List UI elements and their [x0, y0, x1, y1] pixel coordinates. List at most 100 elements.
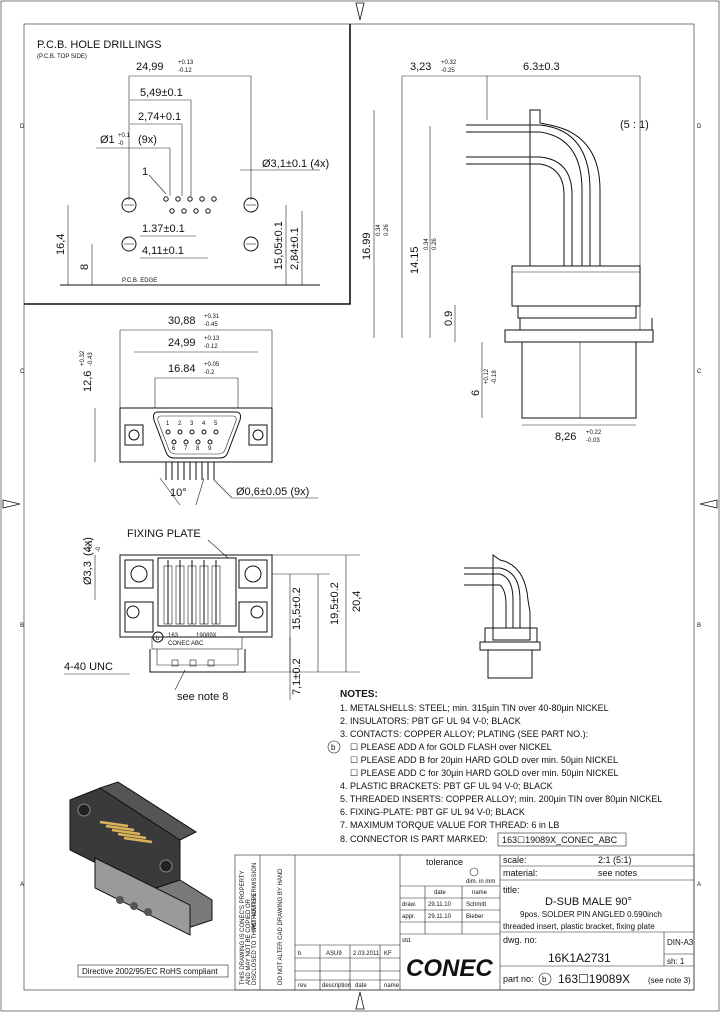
copyright-line: WITHOUT PERMISSION — [252, 863, 258, 930]
bottom-view: FIXING PLATE b 163 19089X CONEC ABC — [64, 528, 363, 703]
dim-label: Ø1 — [100, 134, 115, 146]
dim-tol: +0.1 — [88, 539, 94, 552]
dim-label: 1.37±0.1 — [142, 223, 185, 235]
dim-label: 15,5±0.2 — [291, 587, 303, 630]
dim-label: 30,88 — [168, 315, 196, 327]
note-item: 8. CONNECTOR IS PART MARKED: — [340, 834, 488, 844]
border-letter: A — [20, 882, 24, 888]
drawn-name: Schmitt — [466, 902, 486, 908]
part-label: part no: — [503, 974, 534, 984]
scale-label: (5 : 1) — [620, 119, 649, 131]
dim-label: 16,4 — [55, 234, 67, 255]
see-note-label: see note 8 — [177, 691, 228, 703]
dim-tol: -0.45 — [204, 322, 218, 328]
sheet-size: DIN-A3 — [667, 938, 694, 947]
dim-label: Ø3,1±0.1 (4x) — [262, 158, 329, 170]
border-letter: B — [697, 623, 701, 629]
note-item: ☐ PLEASE ADD B for 20µin HARD GOLD over … — [350, 755, 618, 765]
note-marker-b: b — [331, 743, 336, 752]
dim-tol: -0.2 — [204, 370, 215, 376]
note-item: 6. FIXING-PLATE: PBT GF UL 94 V-0; BLACK — [340, 807, 525, 817]
pcb-pin-holes — [163, 196, 217, 214]
border-letter: C — [20, 369, 25, 375]
dim-tol: -0 — [96, 546, 102, 552]
dim-label: 19,5±0.2 — [329, 582, 341, 625]
dim-label: 15,05±0.1 — [273, 221, 285, 270]
cad-warning: DO NOT ALTER CAD DRAWING BY HAND — [278, 868, 284, 985]
rev-head: name — [384, 983, 400, 989]
contact-numbers: 1 2 3 4 5 6 7 8 9 — [166, 421, 218, 452]
pin-number: 9 — [208, 446, 212, 452]
dim-tol: -0.43 — [88, 352, 94, 366]
tolerance-label: tolerance — [426, 857, 463, 867]
note-item: ☐ PLEASE ADD A for GOLD FLASH over NICKE… — [350, 742, 552, 752]
appr-name: Bieber — [466, 914, 483, 920]
part-b: b — [542, 975, 547, 984]
front-view: 30,88 +0.31 -0.45 24,99 +0.13 -0.12 16.8… — [80, 314, 318, 506]
part-mark: CONEC ABC — [168, 641, 204, 647]
part-mark-label: 163☐19089X_CONEC_ABC — [502, 835, 618, 845]
material-label: material: — [503, 868, 538, 878]
part-mark: 163 — [168, 633, 179, 639]
pin-number: 7 — [184, 446, 188, 452]
dim-label: (4x) — [82, 537, 94, 556]
pin1-label: 1 — [142, 166, 148, 178]
dim-label: Ø3,3 — [82, 561, 94, 585]
rev-text: ASU9 — [326, 951, 342, 957]
dim-label: 7,1±0.2 — [291, 658, 303, 695]
dim-label: 0.9 — [443, 311, 455, 326]
pin-number: 1 — [166, 421, 170, 427]
border-letter: A — [697, 882, 701, 888]
connector-3d-render — [69, 781, 213, 936]
notes-block: NOTES: 1. METALSHELLS: STEEL; min. 315µi… — [327, 689, 662, 847]
dim-label: 14.15 — [409, 246, 421, 274]
note-item: 3. CONTACTS: COPPER ALLOY; PLATING (SEE … — [340, 729, 588, 739]
small-side-view — [464, 554, 541, 679]
dwg-number: 16K1A2731 — [548, 951, 611, 965]
dim-label: 20,4 — [351, 591, 363, 612]
dim-label: (9x) — [138, 134, 157, 146]
pcb-drilling-view: P.C.B. HOLE DRILLINGS (P.C.B. TOP SIDE) … — [24, 24, 351, 305]
rev-head: rev. — [298, 983, 308, 989]
rohs-label: Directive 2002/95/EC RoHS compliant — [82, 967, 218, 976]
scale-value: 2:1 (5:1) — [598, 855, 632, 865]
dim-label: Ø0,6±0.05 (9x) — [236, 486, 309, 498]
drawn-date: 29.11.10 — [428, 902, 452, 908]
date-head: date — [434, 890, 446, 896]
dim-tol: -0.25 — [441, 68, 455, 74]
pcb-title: P.C.B. HOLE DRILLINGS — [37, 39, 162, 51]
copyright-line: THIS DRAWING IS CONEC'S PROPERTY — [240, 871, 246, 986]
rev-b: b — [298, 951, 302, 957]
solder-pins — [165, 462, 215, 480]
dim-tol: +0.05 — [204, 362, 220, 368]
part-number: 163☐19089X — [558, 972, 630, 986]
note-item: 2. INSULATORS: PBT GF UL 94 V-0; BLACK — [340, 716, 521, 726]
dim-tol: +0.32 — [80, 350, 86, 366]
unc-label: 4-40 UNC — [64, 661, 113, 673]
rev-head: date — [355, 983, 367, 989]
dim-tol: +0.22 — [586, 430, 602, 436]
fixing-plate-pins — [163, 560, 221, 625]
title-label: title: — [503, 885, 520, 895]
copyright-line: AND MAY NOT BE COPIED OR — [246, 898, 252, 985]
rev-date: 2.03.2011 — [353, 951, 380, 957]
name-head: name — [472, 890, 488, 896]
dim-label: 24,99 — [168, 337, 196, 349]
dim-tol: +0.32 — [441, 60, 457, 66]
note-item: 5. THREADED INSERTS: COPPER ALLOY; min. … — [340, 794, 662, 804]
std-label: std. — [402, 938, 412, 944]
border-letter: C — [697, 369, 702, 375]
dim-tol: 0.26 — [384, 224, 390, 236]
dim-tol: -0.03 — [586, 438, 600, 444]
title-block: THIS DRAWING IS CONEC'S PROPERTY AND MAY… — [234, 854, 695, 991]
dim-label: 6 — [470, 390, 482, 396]
appr-label: appr. — [402, 914, 416, 920]
dim-tol: +0.12 — [484, 368, 490, 384]
material-value: see notes — [598, 868, 638, 878]
dim-tol: +0.31 — [204, 314, 220, 320]
part-mark: 19089X — [196, 633, 217, 639]
dim-label: 4,11±0.1 — [142, 245, 184, 257]
drawing-title: D-SUB MALE 90° — [545, 896, 632, 908]
dwg-label: dwg. no: — [503, 935, 537, 945]
